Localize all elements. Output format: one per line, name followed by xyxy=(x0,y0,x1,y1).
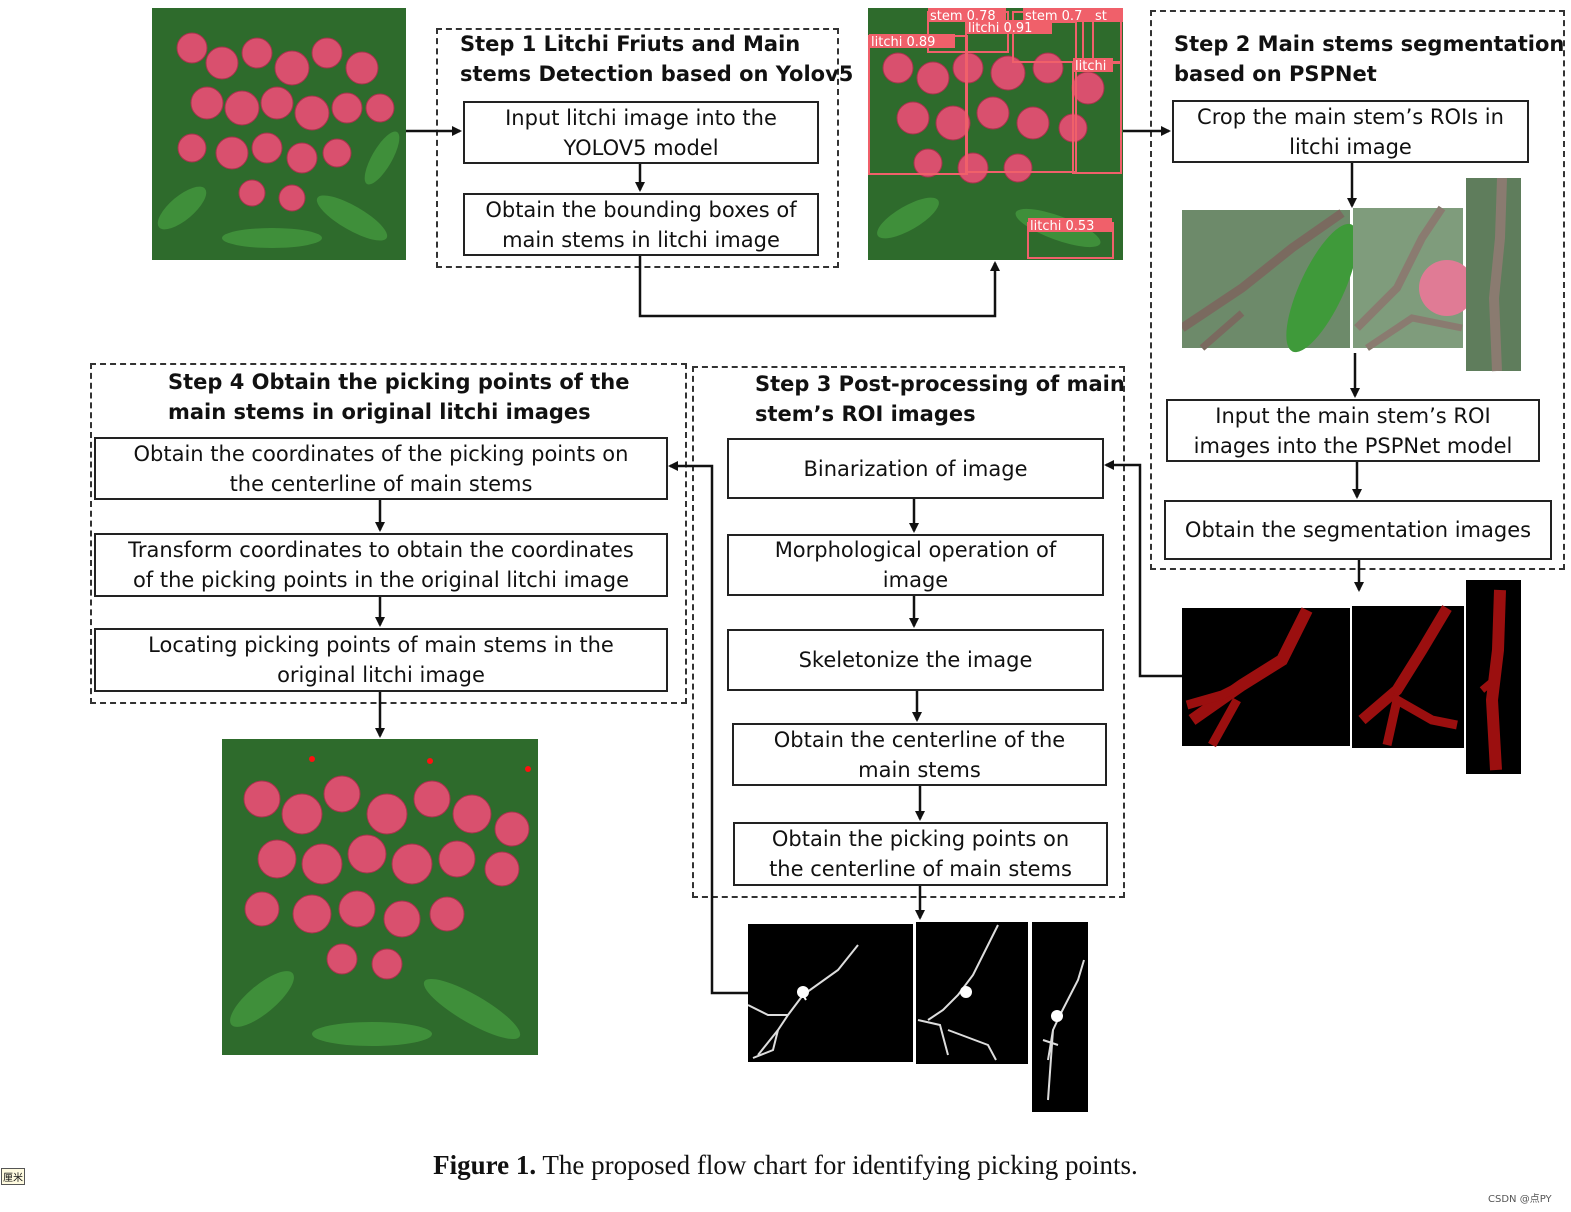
step2-group xyxy=(1150,10,1565,570)
step4-box-locating: Locating picking points of main stems in… xyxy=(94,628,668,692)
step2-box-segmentation: Obtain the segmentation images xyxy=(1164,500,1552,560)
detection-label: litchi xyxy=(1075,59,1106,74)
detection-label: litchi 0.91 xyxy=(968,21,1032,36)
step3-box-binarization: Binarization of image xyxy=(727,438,1104,499)
corner-badge: 厘米 xyxy=(1,1168,25,1185)
step2-box-input: Input the main stem’s ROI images into th… xyxy=(1166,399,1540,462)
step3-title: Step 3 Post-processing of main stem’s RO… xyxy=(755,372,1125,426)
cropped-roi-images xyxy=(1182,178,1522,372)
step3-group xyxy=(692,366,1125,898)
step1-box-input: Input litchi image into the YOLOV5 model xyxy=(463,101,819,164)
step1-box-bounding: Obtain the bounding boxes of main stems … xyxy=(463,193,819,256)
segmentation-images xyxy=(1182,580,1522,774)
step3-box-skeletonize: Skeletonize the image xyxy=(727,629,1104,691)
step1-title: Step 1 Litchi Friuts and Main stems Dete… xyxy=(460,32,854,86)
figure-caption: Figure 1. The proposed flow chart for id… xyxy=(0,1150,1571,1181)
final-result-photo xyxy=(222,739,538,1055)
step3-box-morphological: Morphological operation of image xyxy=(727,534,1104,596)
detection-result-photo: stem 0.78 stem 0.7 st litchi 0.91 litchi… xyxy=(868,8,1123,260)
step4-title: Step 4 Obtain the picking points of the … xyxy=(168,370,630,424)
step2-title: Step 2 Main stems segmentation based on … xyxy=(1174,32,1565,86)
step1-group xyxy=(436,28,839,268)
detection-label: litchi 0.53 xyxy=(1030,219,1094,234)
original-litchi-photo xyxy=(152,8,406,260)
step4-group xyxy=(90,363,687,704)
figure-caption-text: The proposed flow chart for identifying … xyxy=(536,1150,1138,1180)
step2-box-crop: Crop the main stem’s ROIs in litchi imag… xyxy=(1172,100,1529,163)
detection-label: st xyxy=(1095,9,1107,24)
skeleton-images xyxy=(748,920,1088,1112)
watermark: CSDN @点PY xyxy=(1488,1194,1552,1205)
step3-box-picking: Obtain the picking points on the centerl… xyxy=(733,822,1108,886)
step4-box-transform: Transform coordinates to obtain the coor… xyxy=(94,533,668,597)
figure-label: Figure 1. xyxy=(433,1150,537,1180)
step3-box-centerline: Obtain the centerline of the main stems xyxy=(732,723,1107,786)
detection-label: litchi 0.89 xyxy=(871,35,935,50)
step4-box-coordinates: Obtain the coordinates of the picking po… xyxy=(94,437,668,500)
